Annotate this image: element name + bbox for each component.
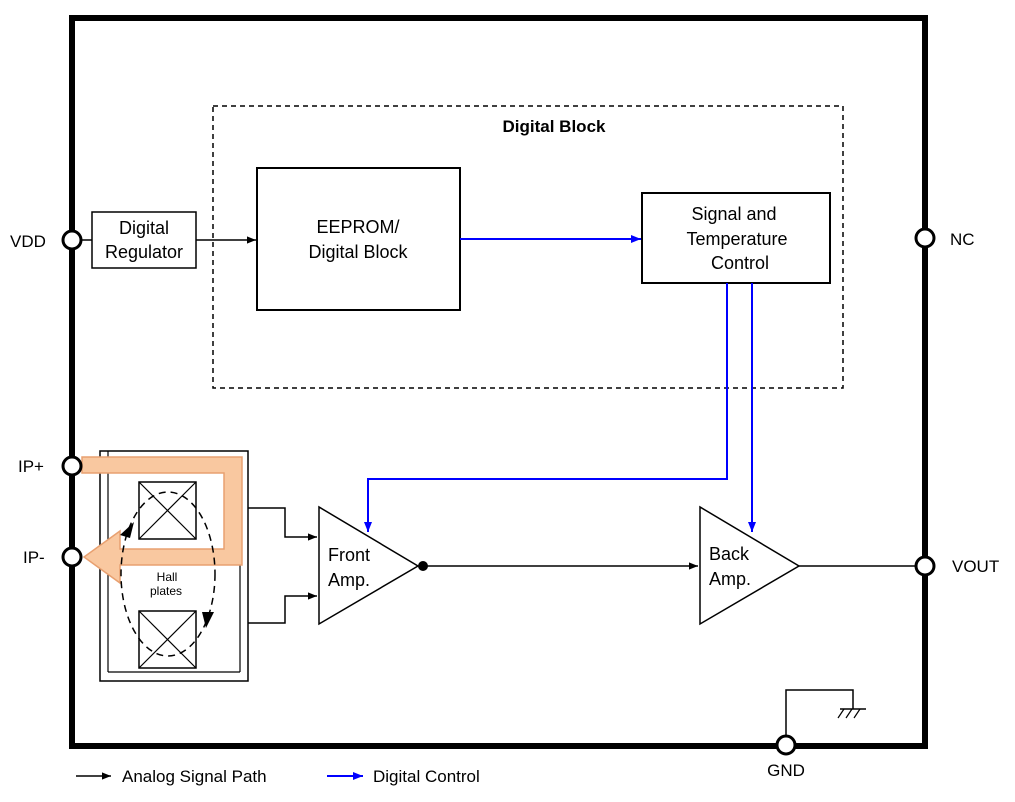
front-amp-label-1: Front [328,545,370,565]
package-outline [69,15,928,749]
pin-label-vdd: VDD [10,232,46,251]
field-arrow-right [202,612,214,628]
hall-label-2: plates [150,584,182,598]
pin-label-nc: NC [950,230,975,249]
eeprom-box [256,167,461,311]
pin-vdd [61,229,83,251]
digital-block-region [212,105,844,389]
signal-control-label-1: Signal and [691,204,776,224]
eeprom-label-2: Digital Block [308,242,408,262]
legend-digital-label: Digital Control [373,767,480,786]
signal-control-box [641,192,831,284]
current-path [81,456,243,585]
signal-control-label-3: Control [711,253,769,273]
pin-label-gnd: GND [767,761,805,780]
pin-nc [914,227,936,249]
front-amp-label-2: Amp. [328,570,370,590]
field-arrow-left [120,522,134,538]
eeprom-label-1: EEPROM/ [316,217,399,237]
pin-label-ip-minus: IP- [23,548,45,567]
front-amp [318,505,420,626]
wire-hall-front-amp-bottom [248,592,317,624]
back-amp [699,505,801,626]
arrow-control-front-amp [364,283,728,532]
hall-label-1: Hall [157,570,178,584]
back-amp-label-1: Back [709,544,750,564]
signal-control-label-2: Temperature [686,229,787,249]
legend-analog-label: Analog Signal Path [122,767,267,786]
pin-ip-plus [61,455,83,477]
pin-label-ip-plus: IP+ [18,457,44,476]
magnetic-field-loop [120,491,216,657]
regulator-label-2: Regulator [105,242,183,262]
back-amp-label-2: Amp. [709,569,751,589]
wire-gnd [785,689,854,736]
wire-hall-front-amp-top [248,507,317,541]
pin-label-vout: VOUT [952,557,999,576]
pin-ip-minus [61,546,83,568]
pin-gnd [775,734,797,756]
digital-block-title: Digital Block [503,117,607,136]
pin-vout [914,555,936,577]
regulator-label-1: Digital [119,218,169,238]
